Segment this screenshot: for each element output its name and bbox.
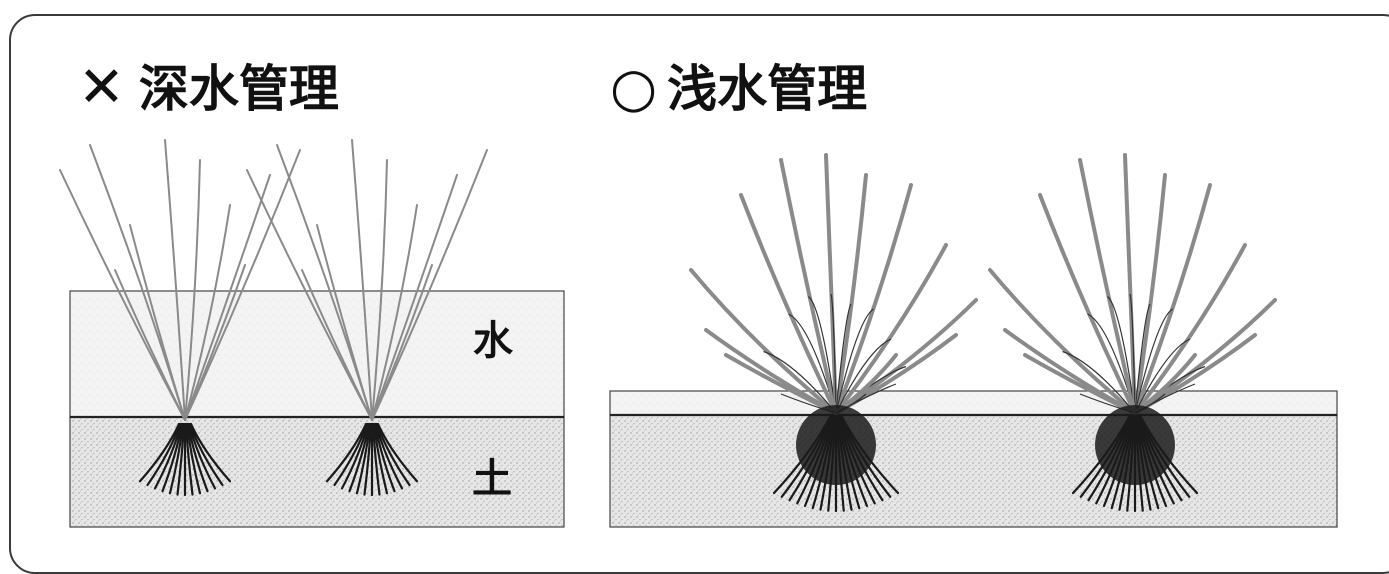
circle-icon: ○ [610, 56, 658, 119]
shallow-water-title-text: 浅水管理 [667, 60, 868, 118]
deep-water-title: ✕深水管理 [78, 48, 339, 129]
root-cluster [1071, 405, 1199, 513]
rice-plant [988, 153, 1277, 513]
cross-icon: ✕ [78, 55, 125, 120]
deep-soil-layer [69, 416, 565, 528]
root-cluster [325, 422, 419, 497]
deep-water-title-text: 深水管理 [138, 60, 339, 118]
rice-plant [246, 139, 488, 497]
root-cluster [772, 405, 900, 513]
rice-plant [689, 153, 978, 513]
shallow-soil-layer [609, 414, 1338, 528]
shallow-water-panel [609, 153, 1338, 528]
deep-rice-plants [59, 139, 488, 497]
soil-layer-label: 土 [472, 456, 512, 502]
shallow-rice-plants [689, 153, 1277, 513]
root-cluster [138, 422, 232, 497]
deep-water-panel [59, 139, 565, 528]
illustration [59, 139, 1338, 528]
rice-plant [59, 139, 301, 497]
shallow-water-layer [609, 390, 1338, 416]
shallow-water-title: ○浅水管理 [610, 48, 867, 129]
water-layer-label: 水 [473, 318, 513, 364]
